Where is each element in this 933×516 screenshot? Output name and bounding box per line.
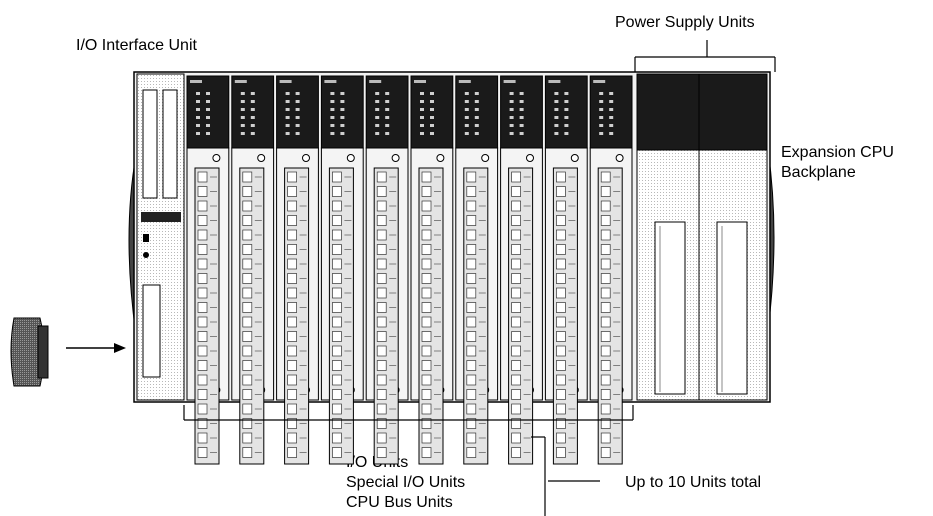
power-supply-bracket (635, 40, 775, 72)
io-unit-slot (411, 76, 453, 464)
io-interface-unit (137, 74, 184, 400)
io-unit-slot (501, 76, 543, 464)
power-supply-unit-1 (637, 74, 699, 400)
power-supply-unit-2 (699, 74, 767, 400)
io-unit-slot (277, 76, 319, 464)
io-unit-slot (321, 76, 363, 464)
cable-connector (11, 318, 48, 386)
io-unit-slot (545, 76, 587, 464)
io-unit-slot (187, 76, 229, 464)
io-unit-slot (232, 76, 274, 464)
insert-arrow-icon (66, 343, 126, 353)
io-unit-slot (366, 76, 408, 464)
io-unit-slot (590, 76, 632, 464)
io-unit-slot (456, 76, 498, 464)
